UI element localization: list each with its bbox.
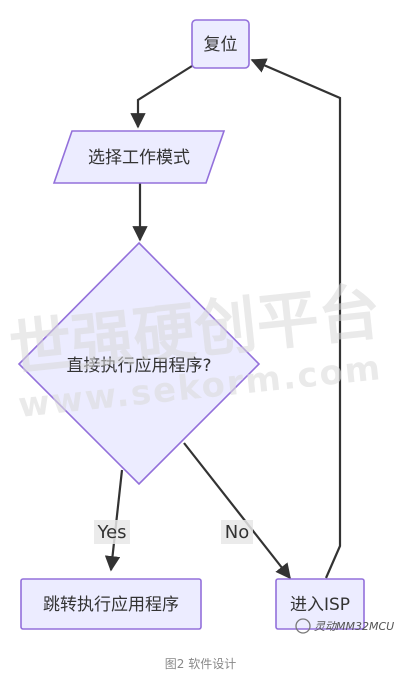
node-reset-label: 复位 — [204, 35, 238, 55]
node-select-mode: 选择工作模式 — [52, 130, 226, 184]
wechat-icon — [295, 618, 311, 634]
watermark: 世强硬创平台 www.sekorm.com — [6, 275, 384, 426]
node-enter-isp: 进入ISP — [275, 578, 365, 630]
edge-reset-to-select — [130, 65, 193, 129]
figure-caption: 图2 软件设计 — [164, 657, 237, 671]
edge-label-no-text: No — [225, 522, 249, 543]
node-decision: 直接执行应用程序? — [17, 241, 261, 486]
edge-label-yes: Yes — [94, 520, 130, 544]
node-reset: 复位 — [191, 19, 250, 69]
brand-stamp: 灵动MM32MCU — [295, 618, 394, 634]
node-select-mode-label: 选择工作模式 — [88, 148, 190, 168]
node-decision-label: 直接执行应用程序? — [66, 356, 211, 376]
brand-text: 灵动MM32MCU — [314, 620, 394, 633]
edge-decision-to-isp — [183, 442, 291, 580]
edge-isp-to-reset — [250, 58, 342, 579]
edge-label-no: No — [221, 520, 253, 544]
node-run-app: 跳转执行应用程序 — [20, 578, 202, 630]
node-run-app-label: 跳转执行应用程序 — [43, 595, 179, 615]
edge-label-yes-text: Yes — [96, 522, 126, 543]
node-enter-isp-label: 进入ISP — [290, 595, 350, 615]
